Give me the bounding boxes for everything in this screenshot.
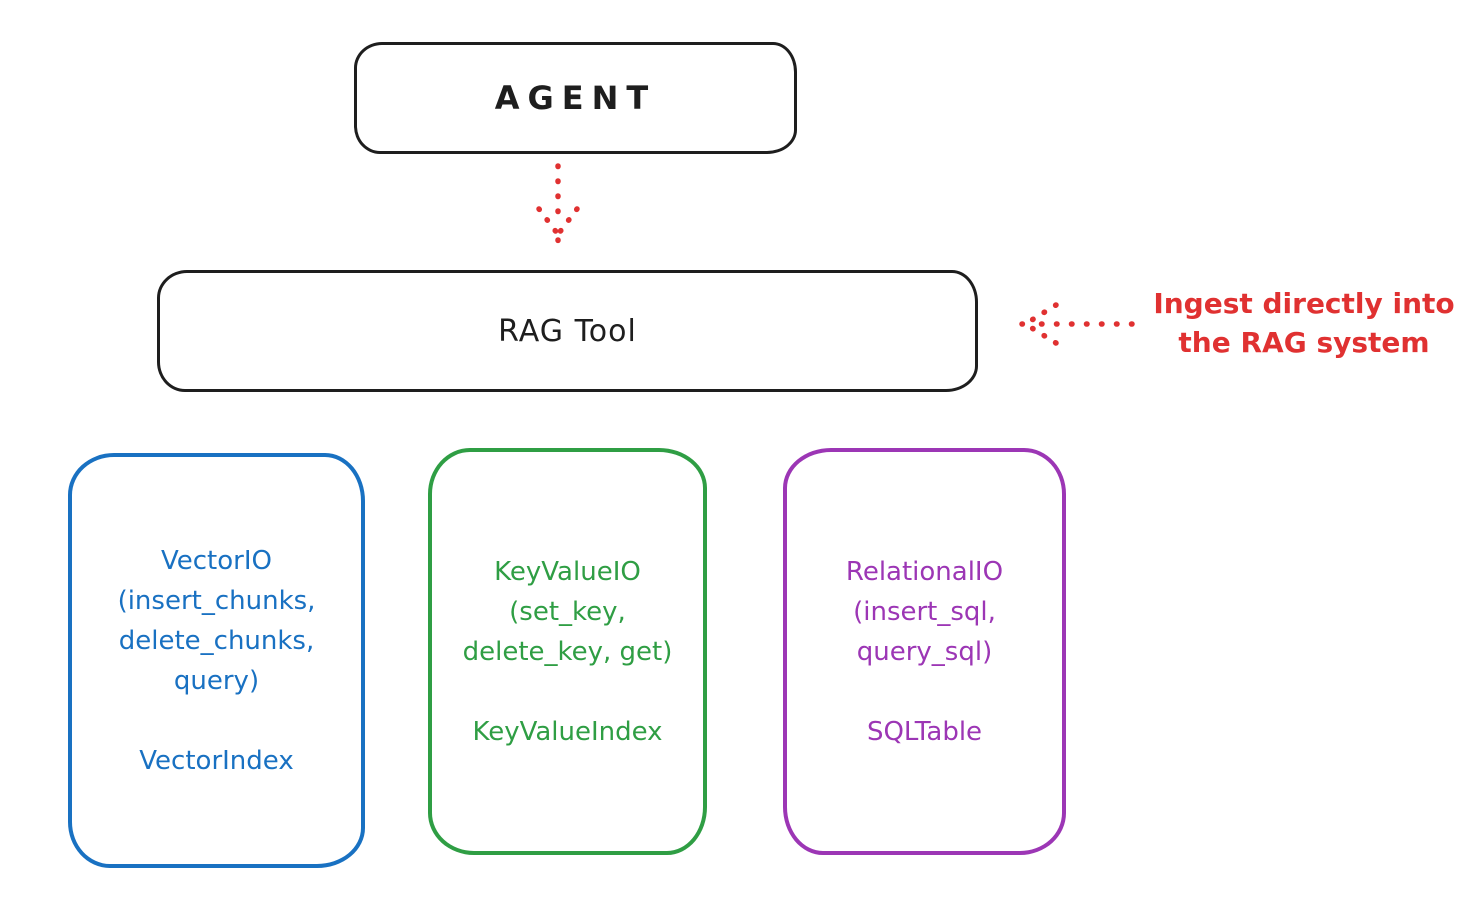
agent-node-label: AGENT	[494, 79, 657, 117]
keyvalue-io-title: KeyValueIO	[494, 556, 641, 587]
ingest-annotation-line1: Ingest directly into	[1153, 287, 1455, 320]
keyvalue-index-label: KeyValueIndex	[472, 716, 663, 747]
ingest-annotation-line2: the RAG system	[1178, 326, 1430, 359]
vector-io-node: VectorIO (insert_chunks, delete_chunks, …	[68, 453, 365, 868]
keyvalue-io-node: KeyValueIO (set_key, delete_key, get) Ke…	[428, 448, 707, 855]
ingest-annotation: Ingest directly into the RAG system	[1128, 284, 1480, 362]
rag-tool-node: RAG Tool	[157, 270, 978, 392]
vector-io-title: VectorIO	[161, 545, 272, 576]
left-arrow-head-bottom	[1024, 322, 1059, 346]
agent-node: AGENT	[354, 42, 797, 154]
left-dotted-arrow	[1019, 302, 1135, 346]
relational-index-label: SQLTable	[866, 716, 983, 747]
left-arrow-head-top	[1024, 302, 1059, 326]
relational-io-title: RelationalIO	[845, 556, 1004, 587]
relational-io-methods-line2: query_sql)	[856, 636, 993, 667]
vector-io-methods-line2: delete_chunks,	[118, 625, 315, 656]
down-arrow-head-left	[536, 206, 560, 236]
relational-io-node: RelationalIO (insert_sql, query_sql) SQL…	[783, 448, 1066, 855]
rag-tool-node-label: RAG Tool	[498, 313, 637, 349]
vector-index-label: VectorIndex	[139, 745, 294, 776]
vector-io-methods-line3: query)	[173, 665, 260, 696]
relational-io-methods-line1: (insert_sql,	[853, 596, 996, 627]
keyvalue-io-methods-line2: delete_key, get)	[462, 636, 673, 667]
down-arrow-head-right	[556, 206, 580, 236]
keyvalue-io-methods-line1: (set_key,	[509, 596, 626, 627]
down-dotted-arrow	[536, 163, 580, 244]
vector-io-methods-line1: (insert_chunks,	[117, 585, 316, 616]
